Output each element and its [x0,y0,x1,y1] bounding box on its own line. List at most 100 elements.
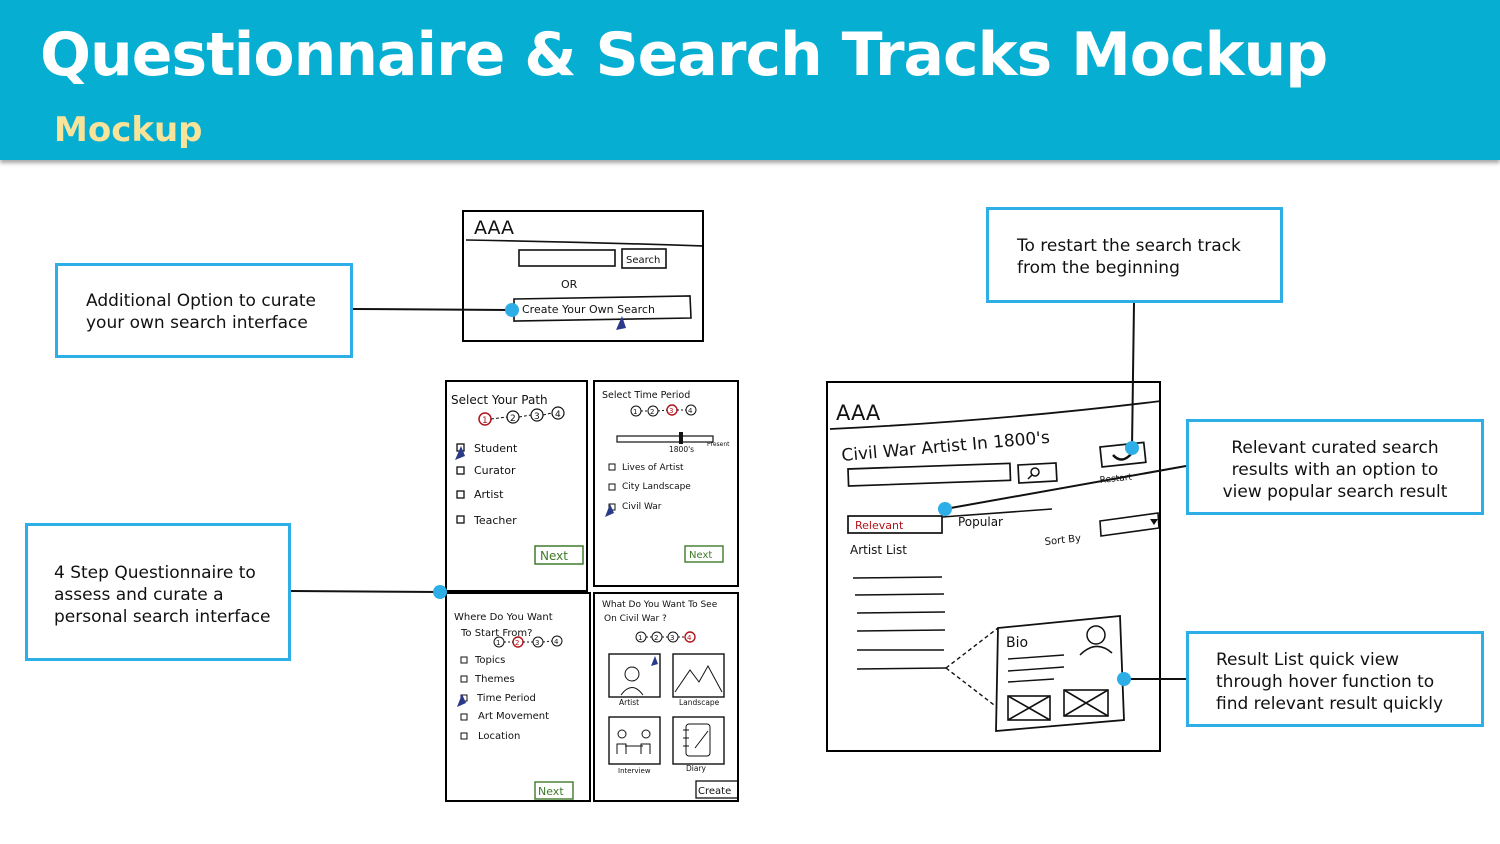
q2-title: Select Time Period [602,390,690,401]
q2-option-landscape: City Landscape [622,482,691,492]
cursor-icon [605,504,614,517]
results-restart-button [1099,441,1147,468]
q4-step-2: 2 [654,634,658,642]
callout-text-line: personal search interface [54,607,271,627]
q4-tile-landscape [672,653,725,698]
sort-by-select [1099,512,1159,537]
callout-text-line: view popular search result [1222,482,1448,502]
q4-tile-diary [672,716,725,765]
q2-option-civil-war: Civil War [622,502,662,512]
q4-step-3: 3 [670,634,674,642]
sort-by-label: Sort By [1044,533,1081,548]
sketch-search-input [518,249,616,267]
q2-step-1: 1 [633,408,637,416]
q4-title-line2: On Civil War ? [604,614,667,624]
q4-step-1: 1 [638,634,642,642]
cursor-icon [455,446,465,460]
tab-popular-label: Popular [958,515,1003,529]
q4-step-indicator: 1 2 3 4 [635,631,696,643]
q3-step-indicator: 1 2 3 4 [493,635,563,648]
q4-title-line1: What Do You Want To See [602,600,718,610]
callout-text-line: through hover function to [1216,672,1435,692]
q3-step-1: 1 [496,639,500,647]
mountain-icon [674,664,723,693]
sketch-q2-time: Select Time Period 1 2 3 4 1800's Presen… [593,380,739,587]
q4-step-4: 4 [687,634,692,642]
q3-step-2: 2 [515,639,519,647]
sketch-or-label: OR [561,278,578,291]
slide-subtitle: Mockup [54,110,203,150]
q4-tile-landscape-label: Landscape [679,698,720,707]
q1-option-student: Student [474,442,518,455]
image-placeholder-icon [1007,689,1109,721]
notebook-icon [685,723,711,757]
q2-step-4: 4 [688,407,693,415]
quickview-card [995,615,1125,732]
cursor-icon [457,694,466,707]
quickview-bio-label: Bio [1006,635,1028,651]
slide-title: Questionnaire & Search Tracks Mockup [40,20,1328,90]
q4-tile-interview-label: Interview [618,767,651,775]
sketch-create-label: Create Your Own Search [522,303,655,316]
callout-text-line: your own search interface [86,313,308,333]
q4-create-label: Create [698,786,731,797]
restart-icon [1112,452,1133,461]
q2-next-label: Next [689,550,712,561]
callout-text-line: Result List quick view [1216,650,1400,670]
q1-step-1: 1 [482,416,488,426]
q4-tile-artist [608,653,661,698]
results-restart-label: Restart [1099,473,1133,486]
q1-next-button [534,545,584,565]
slide-header: Questionnaire & Search Tracks Mockup Moc… [0,0,1500,160]
q2-slider-label: 1800's [669,445,694,454]
results-heading: Civil War Artist In 1800's [841,428,1051,466]
results-search-input [847,462,1012,487]
sketch-home-search: AAA Search OR Create Your Own Search [462,210,704,342]
callout-text-line: Relevant curated search [1231,438,1439,458]
sketch-search-button [621,248,667,269]
sketch-logo: AAA [474,217,514,239]
cursor-icon [651,656,658,666]
q2-next-button [684,545,724,563]
search-icon [1030,467,1040,477]
callout-text-line: results with an option to [1231,460,1439,480]
q2-step-indicator: 1 2 3 4 [630,404,697,417]
callout-restart: To restart the search track from the beg… [986,207,1283,303]
q1-step-3: 3 [534,412,540,422]
callout-text-line: find relevant result quickly [1216,694,1444,714]
q2-slider-track [616,435,714,443]
q2-slider-end: Present [707,441,730,448]
avatar-icon [1086,625,1106,645]
tab-relevant-label: Relevant [855,519,904,532]
q3-title-line2: To Start From? [460,628,532,639]
q1-step-4: 4 [555,410,561,420]
q3-option-time-period: Time Period [476,693,536,704]
q4-create-button [695,780,737,799]
person-icon [624,666,640,682]
callout-text-line: assess and curate a [54,585,224,605]
tab-relevant [847,515,943,534]
sketch-q3-start: Where Do You Want To Start From? 1 2 3 4… [445,592,591,802]
artist-list-label: Artist List [850,543,907,557]
q1-step-indicator: 1 2 3 4 [478,406,565,426]
connector-questionnaire [290,590,441,593]
q3-option-art-movement: Art Movement [478,711,549,722]
callout-relevant: Relevant curated search results with an … [1186,419,1484,515]
callout-questionnaire: 4 Step Questionnaire to assess and curat… [25,523,291,661]
artist-list-lines [852,576,947,670]
q3-option-topics: Topics [474,655,505,666]
sketch-results: AAA Civil War Artist In 1800's Restart R… [826,381,1161,752]
callout-custom-search: Additional Option to curate your own sea… [55,263,353,358]
q4-tile-interview [608,716,661,765]
chevron-down-icon [1150,519,1158,525]
q3-next-button [534,781,574,800]
callout-text-line: 4 Step Questionnaire to [54,563,256,583]
callout-text-line: To restart the search track [1017,236,1241,256]
q1-title: Select Your Path [451,393,548,407]
q1-option-artist: Artist [474,488,504,501]
q2-step-3: 3 [669,407,673,415]
q2-slider-thumb [679,432,683,444]
q3-next-label: Next [538,785,564,798]
q1-option-teacher: Teacher [473,514,517,527]
q1-option-curator: Curator [474,464,516,477]
